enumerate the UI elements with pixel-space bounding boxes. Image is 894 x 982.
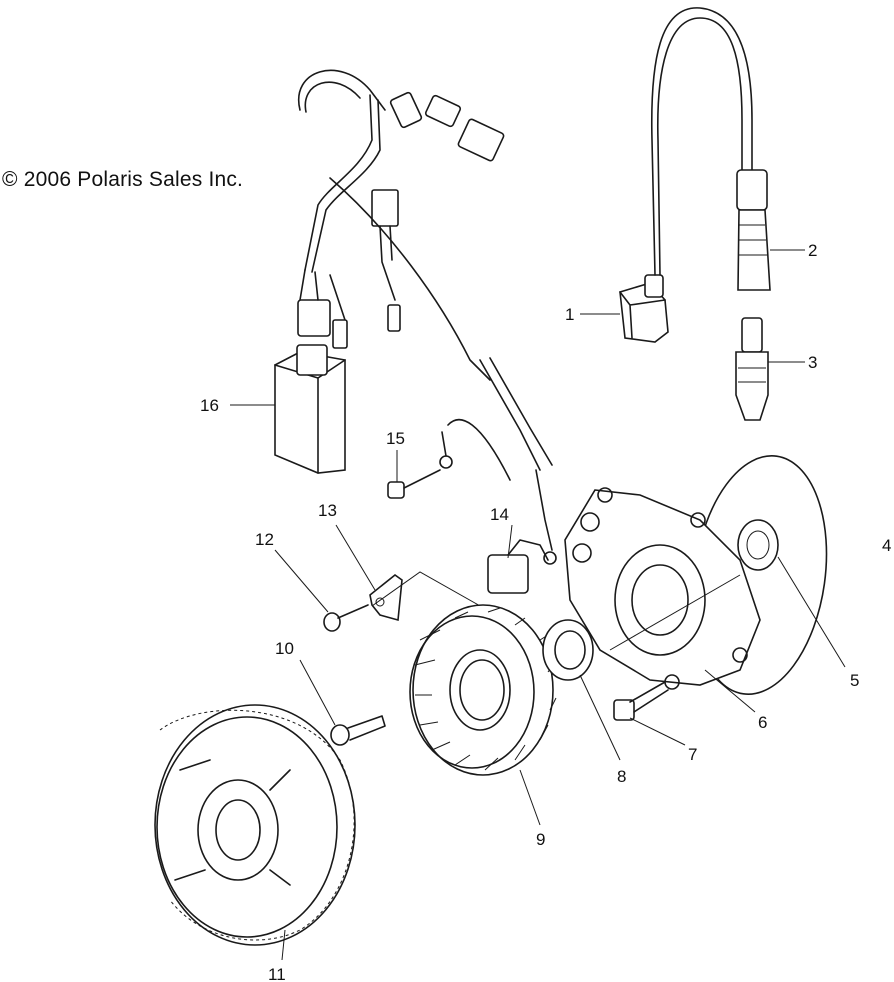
cdi-box: [274, 344, 346, 474]
callout-7: 7: [688, 745, 697, 764]
callout-4: 4: [882, 536, 891, 555]
stator: [409, 604, 557, 776]
bolt-7: [613, 681, 669, 721]
callout-8: 8: [617, 767, 626, 786]
oil-seal: [542, 619, 594, 681]
oil-seal-small: [737, 519, 779, 571]
spark-plug-boot: [736, 169, 771, 291]
callout-9: 9: [536, 830, 545, 849]
spark-plug: [735, 317, 769, 421]
callout-1: 1: [565, 305, 574, 324]
stator-cover: [564, 487, 761, 690]
callout-13: 13: [318, 501, 337, 520]
ignition-coil: [619, 7, 753, 343]
callout-15: 15: [386, 429, 405, 448]
callout-6: 6: [758, 713, 767, 732]
copyright-text: © 2006 Polaris Sales Inc.: [2, 168, 244, 191]
callout-3: 3: [808, 353, 817, 372]
callout-11: 11: [268, 965, 286, 982]
flywheel: [154, 704, 356, 946]
wire-harness: [297, 69, 553, 471]
callout-2: 2: [808, 241, 817, 260]
callout-14: 14: [490, 505, 509, 524]
callout-10: 10: [275, 639, 294, 658]
screw-12: [323, 571, 506, 632]
callout-5: 5: [850, 671, 859, 690]
callout-12: 12: [255, 530, 274, 549]
bolt-10: [330, 715, 386, 746]
screw-15: [387, 469, 441, 499]
callout-16: 16: [200, 396, 219, 415]
bracket: [369, 573, 403, 622]
leader-lines: [230, 249, 846, 961]
